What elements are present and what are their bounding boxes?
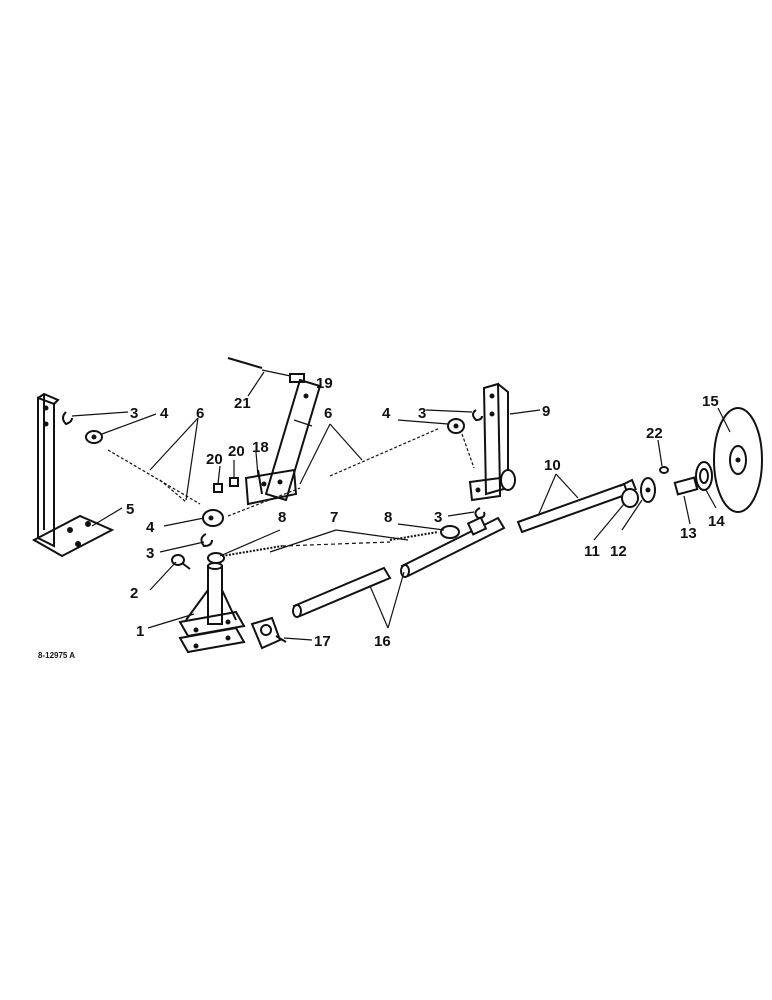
part-15-disc [713, 407, 763, 513]
callout-13: 13 [680, 525, 697, 542]
part-16-tube-main [400, 516, 506, 578]
part-22-washer [659, 466, 669, 474]
part-8-eyebolt-left [207, 552, 225, 564]
chain-drop [461, 433, 475, 469]
callout-18: 18 [252, 439, 269, 456]
callout-22: 22 [646, 425, 663, 442]
callout-6: 6 [324, 405, 332, 422]
hook-3c [472, 409, 483, 422]
callout-3: 3 [146, 545, 154, 562]
callout-11: 11 [584, 543, 600, 560]
part-11-collar [621, 488, 639, 508]
callout-6: 6 [196, 405, 204, 422]
callout-15: 15 [702, 393, 719, 410]
nut-20a [213, 483, 223, 493]
part-18-plate [244, 468, 298, 506]
part-13-hub [673, 476, 699, 496]
callout-8: 8 [384, 509, 392, 526]
callout-17: 17 [314, 633, 331, 650]
callout-10: 10 [544, 457, 561, 474]
nut-4a [85, 430, 103, 444]
part-10-shaft [516, 478, 637, 534]
callout-9: 9 [542, 403, 550, 420]
hook-3a [62, 411, 73, 426]
part-6-chain-left [107, 449, 201, 505]
callout-4: 4 [146, 519, 155, 536]
callout-5: 5 [126, 501, 134, 518]
part-5-upright-bracket [31, 392, 115, 558]
hook-3b [200, 533, 213, 548]
callout-8: 8 [278, 509, 286, 526]
part-21-bolt [227, 357, 305, 383]
callout-14: 14 [708, 513, 725, 530]
callout-19: 19 [316, 375, 333, 392]
callout-7: 7 [330, 509, 338, 526]
part-17-clamp [250, 616, 287, 650]
part-8-eyebolt-right [440, 525, 460, 539]
part-9-upright [468, 382, 516, 502]
callout-3: 3 [418, 405, 426, 422]
part-1-post [178, 562, 246, 654]
callout-2: 2 [130, 585, 138, 602]
callout-4: 4 [160, 405, 169, 422]
callout-1: 1 [136, 623, 144, 640]
part-16-tube-short [292, 566, 392, 618]
drawing-code: 8-12975 A [38, 651, 75, 660]
hook-3d [474, 507, 486, 520]
part-12-flange [640, 477, 656, 503]
bolt-2 [171, 554, 191, 570]
nut-20b [229, 477, 239, 487]
callout-4: 4 [382, 405, 391, 422]
callout-3: 3 [130, 405, 138, 422]
callout-20: 20 [228, 443, 245, 460]
callout-16: 16 [374, 633, 391, 650]
callout-20: 20 [206, 451, 223, 468]
part-6-chain-right [227, 427, 441, 517]
callout-21: 21 [234, 395, 251, 412]
part-14-bearing [695, 461, 713, 491]
callout-3: 3 [434, 509, 442, 526]
nut-4c [447, 418, 465, 434]
leader-lines [71, 371, 731, 641]
part-19-arm [264, 378, 322, 502]
callout-12: 12 [610, 543, 627, 560]
callout-labels: 3 4 6 5 4 3 2 1 21 19 18 20 20 8 7 8 6 4… [126, 375, 725, 650]
part-7-spring-left [221, 545, 283, 557]
nut-4b [202, 509, 224, 527]
